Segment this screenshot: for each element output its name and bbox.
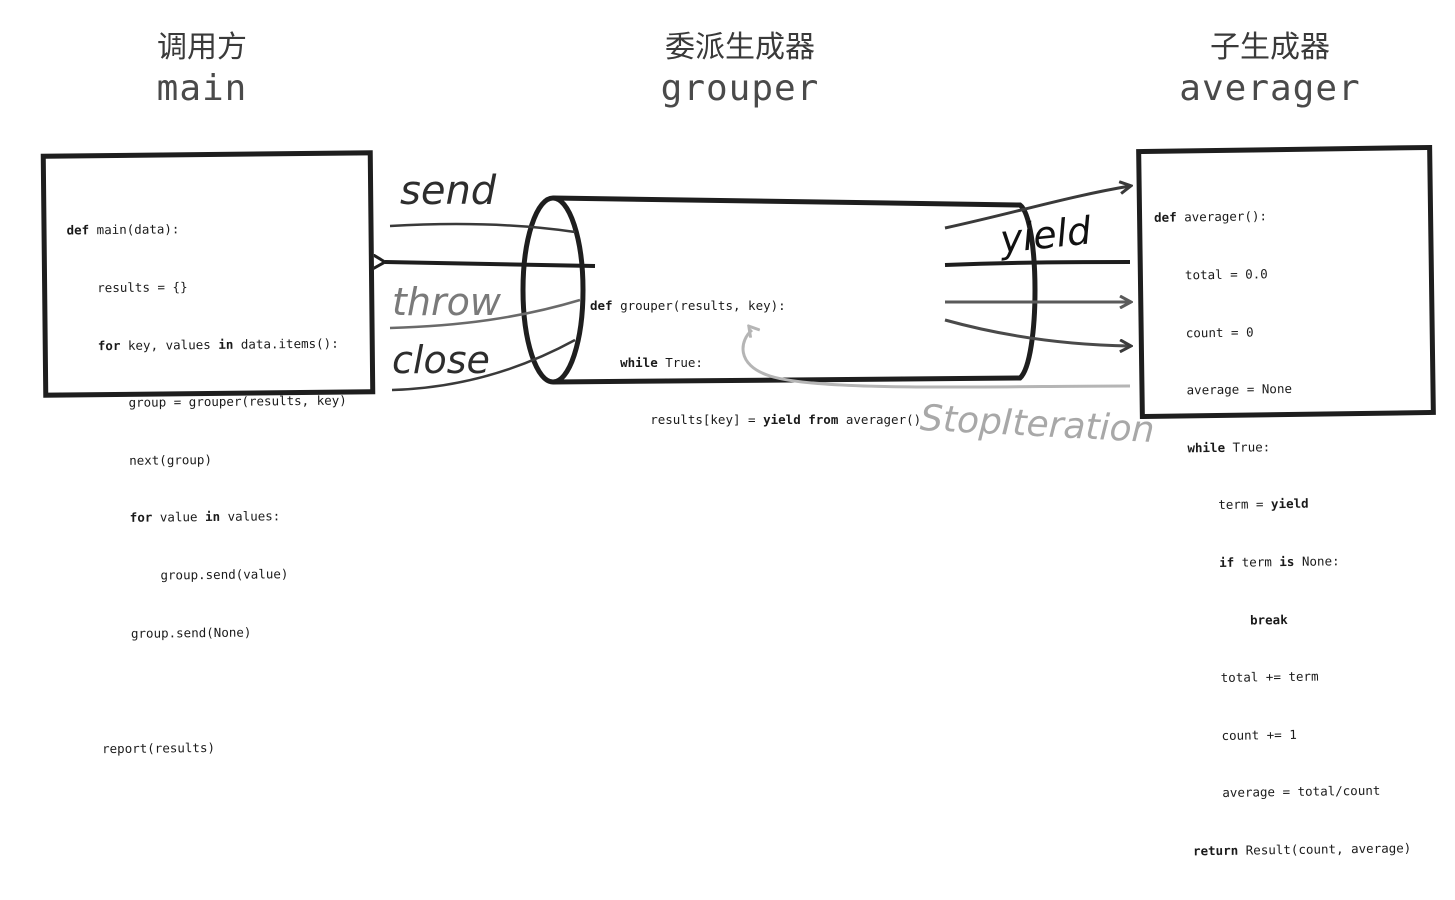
code-line: group.send(None) bbox=[70, 624, 252, 642]
code-line: while True: bbox=[1187, 439, 1271, 456]
main-title: 调用方 bbox=[157, 30, 247, 65]
close-to-averager-arrow bbox=[944, 318, 1130, 346]
code-line: def averager(): bbox=[1153, 208, 1268, 226]
code-line: count += 1 bbox=[1161, 726, 1297, 744]
code-line: break bbox=[1249, 611, 1288, 628]
code-line bbox=[71, 679, 350, 701]
code-line: results[key] = yield from averager() bbox=[590, 412, 922, 428]
code-line: average = None bbox=[1156, 381, 1293, 399]
code-line: average = total/count bbox=[1162, 783, 1381, 802]
code-line: for value in values: bbox=[129, 508, 281, 526]
code-line: if term is None: bbox=[1219, 553, 1340, 570]
grouper-code: def grouper(results, key): while True: r… bbox=[590, 258, 921, 449]
averager-subtitle: averager bbox=[1179, 68, 1361, 109]
code-line: return Result(count, average) bbox=[1192, 840, 1412, 859]
yield-return-arrow bbox=[385, 262, 596, 266]
grouper-subtitle: grouper bbox=[660, 68, 820, 109]
code-line: report(results) bbox=[71, 739, 216, 757]
send-to-averager-arrow bbox=[944, 186, 1130, 230]
code-line: for key, values in data.items(): bbox=[97, 335, 339, 353]
code-line: total += term bbox=[1160, 668, 1319, 686]
code-line: next(group) bbox=[68, 451, 213, 469]
yield-from-averager-line bbox=[944, 260, 1131, 267]
code-line: while True: bbox=[620, 355, 703, 371]
main-subtitle: main bbox=[156, 68, 248, 109]
code-line: count = 0 bbox=[1155, 324, 1254, 341]
stop-iteration-arrow bbox=[741, 330, 1131, 389]
code-line: total = 0.0 bbox=[1154, 266, 1268, 283]
code-line: def grouper(results, key): bbox=[590, 298, 786, 313]
throw-label: throw bbox=[392, 280, 501, 324]
averager-code-box: def averager(): total = 0.0 count = 0 av… bbox=[1136, 144, 1436, 858]
send-line bbox=[389, 222, 576, 234]
send-label: send bbox=[400, 168, 497, 214]
close-label: close bbox=[392, 338, 490, 382]
grouper-title: 委派生成器 bbox=[665, 30, 815, 65]
flow-diagram bbox=[0, 0, 1455, 392]
code-line: def main(data): bbox=[66, 221, 180, 238]
averager-title: 子生成器 bbox=[1210, 30, 1330, 65]
code-line: results = {} bbox=[67, 279, 188, 296]
averager-code: def averager(): total = 0.0 count = 0 av… bbox=[1153, 166, 1412, 899]
code-line: term = yield bbox=[1158, 496, 1309, 514]
main-code-box: def main(data): results = {} for key, va… bbox=[40, 150, 376, 756]
code-line: group.send(value) bbox=[70, 566, 289, 584]
throw-line bbox=[389, 298, 581, 330]
close-line bbox=[391, 338, 576, 392]
code-line: group = grouper(results, key) bbox=[68, 392, 347, 411]
main-code: def main(data): results = {} for key, va… bbox=[66, 180, 351, 797]
